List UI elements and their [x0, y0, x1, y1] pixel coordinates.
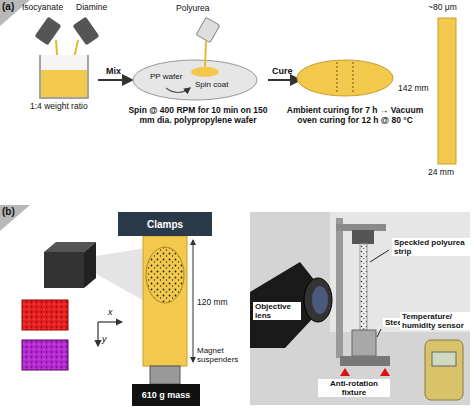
spin-arrow	[166, 88, 190, 93]
pour-stream	[205, 40, 206, 68]
component-label: Polyurea	[176, 4, 210, 14]
step-label: Spin coat	[195, 80, 228, 89]
photo-wall	[330, 212, 470, 332]
mass-box: 610 g mass	[132, 384, 200, 406]
component-label: Diamine	[76, 3, 107, 13]
leader-line	[377, 329, 381, 337]
dimension-label: 120 mm	[197, 298, 228, 308]
sensor-screen	[432, 352, 456, 366]
magnet-suspender	[150, 366, 180, 384]
process-arrow	[268, 79, 300, 81]
cut-line	[337, 62, 338, 94]
pointer-arrow	[340, 368, 350, 376]
photo-callout: Objective lens	[253, 302, 301, 320]
strain-map	[22, 300, 68, 330]
component-label: Magnet suspenders	[197, 346, 247, 364]
can-body	[35, 17, 62, 46]
can-body	[73, 17, 100, 46]
panel-tab	[0, 205, 30, 231]
component-label: Isocyanate	[22, 3, 63, 13]
mixture	[41, 70, 87, 97]
process-note: Spin @ 400 RPM for 10 min on 150 mm dia.…	[126, 106, 270, 126]
stand-bar	[336, 224, 386, 231]
axis-arrow	[98, 321, 122, 322]
component-label: PP wafer	[150, 72, 182, 81]
process-note: Ambient curing for 7 h → Vacuum oven cur…	[280, 106, 430, 126]
objective-lens	[304, 278, 332, 322]
axis-label: y	[102, 334, 107, 344]
cured-wafer	[297, 60, 393, 96]
dimension-label: 142 mm	[398, 84, 429, 94]
speckled-strip	[360, 244, 367, 330]
ratio-label: 1:4 weight ratio	[30, 102, 88, 112]
light-cone	[96, 248, 146, 302]
polyurea-cup	[196, 17, 220, 42]
clamp	[352, 230, 374, 244]
stand-post	[336, 218, 343, 358]
polyurea-puddle	[191, 67, 219, 77]
axis-label: x	[108, 307, 113, 317]
speckle-region	[146, 247, 184, 303]
camera-body	[250, 262, 330, 348]
sensor-body	[425, 340, 463, 400]
pointer-arrow	[380, 368, 390, 376]
node-text: Clamps	[147, 219, 183, 230]
camera-front	[44, 252, 84, 288]
steel-mass	[352, 330, 376, 356]
dimension-label: 24 mm	[428, 168, 454, 178]
pp-wafer	[133, 60, 257, 100]
dimension-label: ~80 μm	[428, 3, 457, 13]
photo-callout: Temperature/ humidity sensor	[400, 312, 470, 330]
cup-body	[196, 17, 220, 42]
polyurea-strip	[438, 18, 456, 164]
node-text: 610 g mass	[142, 390, 191, 400]
strain-map	[22, 340, 68, 370]
leader-line	[370, 250, 389, 262]
diamine-can	[73, 17, 100, 46]
anti-rotation-fixture	[340, 356, 390, 366]
polyurea-strip	[143, 236, 187, 366]
photo-callout: Speckled polyurea strip	[392, 238, 470, 256]
step-label: Mix	[106, 66, 121, 76]
panel-label: (a)	[2, 1, 14, 13]
panel-label: (b)	[2, 206, 15, 218]
axis-arrow	[97, 322, 98, 346]
lens-glass	[312, 286, 328, 314]
process-arrow	[98, 79, 132, 81]
camera-side	[84, 242, 96, 288]
beaker	[40, 55, 88, 98]
cut-line	[353, 62, 354, 94]
clamp-box: Clamps	[118, 212, 212, 236]
dimension-line	[193, 240, 194, 362]
photo-ground	[250, 212, 470, 405]
isocyanate-can	[35, 17, 62, 46]
photo-callout: Anti-rotation fixture	[318, 379, 390, 397]
step-label: Cure	[272, 66, 293, 76]
